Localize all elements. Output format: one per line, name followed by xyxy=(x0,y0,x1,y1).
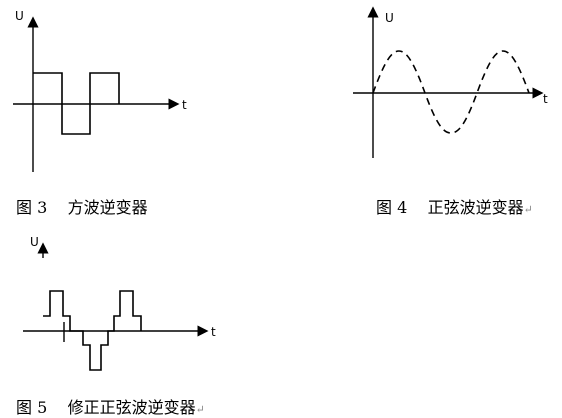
fig3-caption-title: 方波逆变器 xyxy=(67,198,148,217)
fig4-y-label: U xyxy=(385,11,394,25)
fig3-caption: 图 3 方波逆变器 xyxy=(16,194,148,218)
figure-5-modified-sine-wave: U t xyxy=(23,235,216,371)
fig4-line-end-mark: ↵ xyxy=(523,203,533,216)
fig4-caption-number: 图 4 xyxy=(376,198,408,217)
fig5-x-label: t xyxy=(211,325,216,339)
fig5-caption-number: 图 5 xyxy=(16,398,48,417)
fig5-caption-title: 修正正弦波逆变器 xyxy=(67,398,196,417)
figure-4-sine-wave: U t xyxy=(353,6,548,158)
fig3-y-label: U xyxy=(15,9,24,23)
fig4-caption-title: 正弦波逆变器 xyxy=(427,198,524,217)
fig5-waveform xyxy=(43,290,142,371)
fig3-waveform xyxy=(33,72,120,135)
fig5-y-label: U xyxy=(30,235,39,249)
fig4-caption: 图 4 正弦波逆变器↵ xyxy=(376,194,533,218)
fig4-waveform xyxy=(372,50,530,134)
fig3-caption-number: 图 3 xyxy=(16,198,48,217)
figure-3-square-wave: U t xyxy=(13,9,187,172)
fig4-x-label: t xyxy=(543,92,548,106)
fig3-x-label: t xyxy=(182,98,187,112)
fig5-caption: 图 5 修正正弦波逆变器↵ xyxy=(16,394,205,418)
fig5-line-end-mark: ↵ xyxy=(195,403,205,416)
